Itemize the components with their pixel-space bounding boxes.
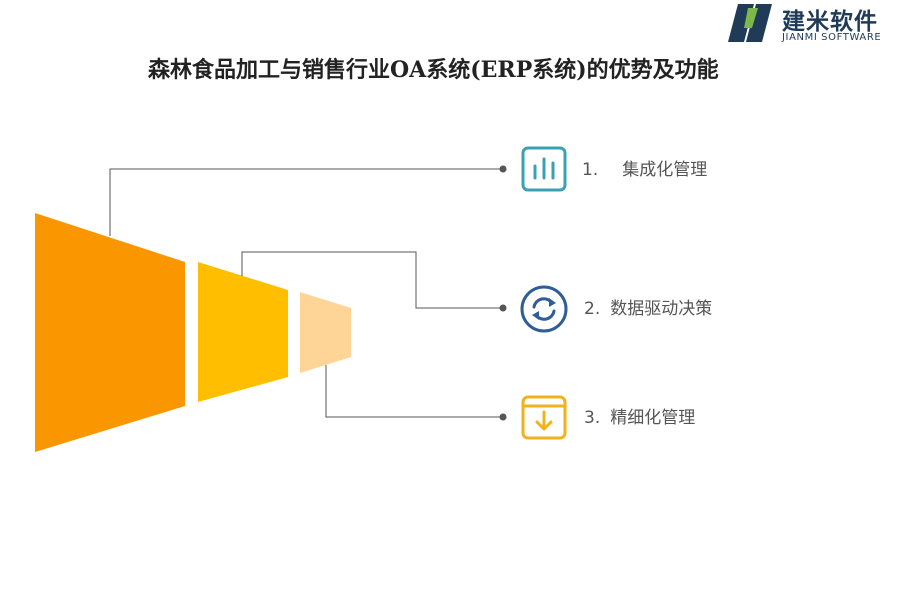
company-logo: 建米软件 JIANMI SOFTWARE [724,0,900,46]
item-1-number: 1. [582,160,599,180]
refresh-icon [520,285,568,333]
page-title: 森林食品加工与销售行业OA系统(ERP系统)的优势及功能 [148,57,719,83]
connector-dot-2 [499,304,507,312]
connector-dot-3 [499,413,507,421]
connector-line-2 [241,251,502,309]
connector-line-1 [109,168,502,236]
logo-name-en: JIANMI SOFTWARE [782,32,882,43]
download-box-icon [521,395,567,440]
funnel-segment-2 [198,262,288,402]
logo-name-cn: 建米软件 [782,9,878,35]
item-2-label: 数据驱动决策 [610,299,713,319]
item-2-text: 2. 数据驱动决策 [584,294,712,319]
funnel-segment-3 [300,292,351,373]
connector-line-3 [325,365,502,418]
item-1-text: 1. 集成化管理 [582,155,707,180]
item-3-label: 精细化管理 [610,408,696,428]
logo-mark-icon [728,4,772,42]
bar-chart-icon [521,146,567,192]
item-1-label: 集成化管理 [622,160,708,180]
item-3-number: 3. [584,408,601,428]
funnel-segment-1 [35,213,185,452]
connector-dot-1 [499,165,507,173]
item-2-number: 2. [584,299,601,319]
item-3-text: 3. 精细化管理 [584,403,695,428]
